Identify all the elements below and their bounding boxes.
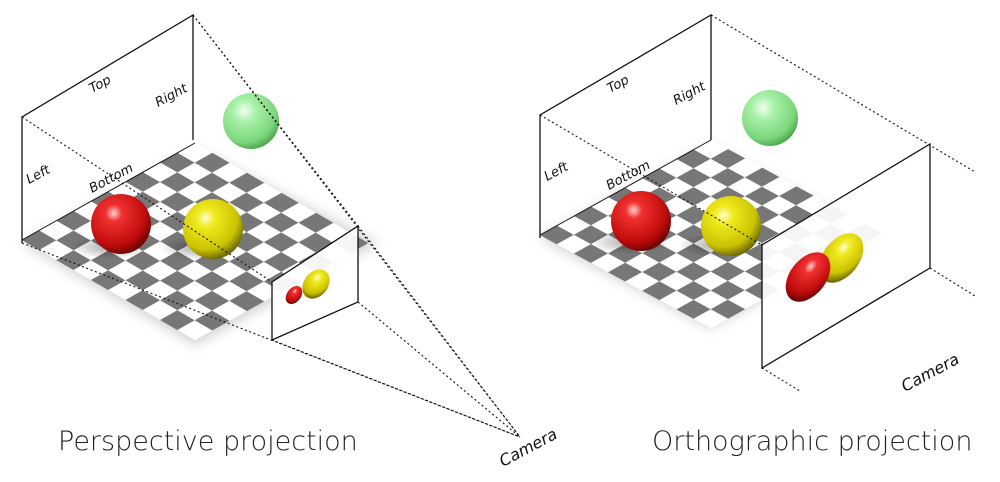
red-sphere	[611, 191, 671, 251]
box-frame-back	[21, 13, 194, 243]
camera-label: Camera	[496, 424, 560, 470]
camera-ray	[21, 242, 521, 438]
perspective-diagram: Top Right Left Bottom Camera Perspective…	[21, 13, 560, 471]
label-right: Right	[671, 79, 709, 109]
green-sphere	[223, 93, 279, 149]
camera-ray	[271, 339, 521, 438]
green-sphere	[742, 90, 798, 146]
camera-ray	[357, 301, 521, 438]
red-sphere	[91, 194, 151, 254]
label-left: Left	[24, 162, 54, 187]
orthographic-diagram: Top Right Left Bottom Camera Orthographi…	[539, 13, 976, 457]
caption-perspective: Perspective projection	[58, 426, 358, 457]
projection-line	[710, 14, 976, 173]
floor-edge	[539, 139, 712, 236]
caption-orthographic: Orthographic projection	[652, 426, 972, 457]
projection-line	[539, 114, 763, 246]
yellow-sphere	[701, 196, 761, 256]
label-right: Right	[153, 81, 191, 111]
projection-line	[761, 367, 801, 392]
projected-red-sphere	[785, 252, 831, 302]
floor-edge	[21, 142, 196, 241]
projected-yellow-sphere	[302, 269, 330, 299]
camera-ray	[192, 14, 521, 438]
yellow-sphere	[183, 199, 243, 259]
projection-line	[929, 267, 976, 297]
frustum-line	[192, 14, 359, 227]
label-left: Left	[542, 159, 572, 184]
projected-red-sphere	[285, 286, 303, 304]
camera-ray	[357, 225, 521, 438]
label-top: Top	[605, 73, 632, 97]
box-frame-back	[539, 13, 712, 238]
frustum-line	[21, 116, 273, 283]
camera-label: Camera	[898, 349, 962, 395]
